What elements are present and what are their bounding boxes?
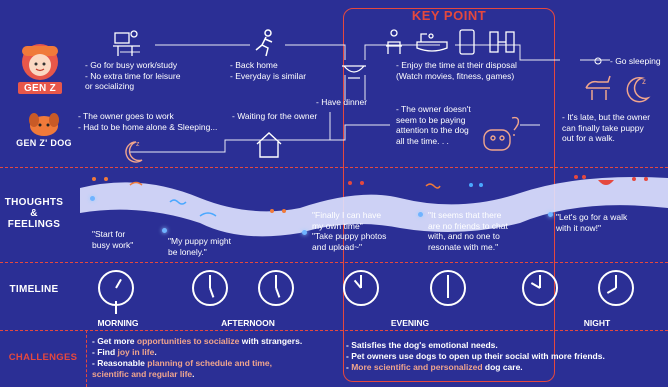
timeline-evening: EVENING	[380, 318, 440, 328]
neutral-face-icon	[128, 180, 144, 190]
phone-icon	[458, 28, 476, 56]
clock-afternoon-2	[258, 270, 294, 306]
svg-text:z: z	[136, 141, 140, 148]
thought-dot-4	[418, 212, 423, 217]
dog-attention-text: - The owner doesn't seem to be paying at…	[396, 104, 506, 146]
clock-afternoon-1	[192, 270, 228, 306]
challenges-label: CHALLENGES	[2, 352, 84, 363]
thought-dot-5	[548, 212, 553, 217]
reading-icon	[382, 28, 406, 56]
clock-night-2	[598, 270, 634, 306]
laptop-desk-icon	[112, 28, 142, 58]
genz-dinner-text: - Have dinner	[316, 97, 386, 108]
thought-puppy-lonely: "My puppy might be lonely."	[168, 236, 278, 257]
uneasy-face-icon	[424, 180, 442, 192]
challenge-joy: - Find joy in life.	[92, 347, 342, 358]
dog-walk-icon	[582, 68, 614, 104]
lonely-face-icon	[466, 182, 486, 194]
joy-face-icon	[572, 174, 588, 186]
challenge-socialize: - Get more opportunities to socialize wi…	[92, 336, 342, 347]
challenge-dog-care: - More scientific and personalized dog c…	[346, 362, 666, 373]
house-icon	[254, 130, 284, 160]
sad-face-icon	[198, 208, 218, 220]
timeline-afternoon: AFTERNOON	[208, 318, 288, 328]
genz-sleep-text: - Go sleeping	[610, 56, 668, 67]
smile-face-icon	[268, 208, 288, 220]
divider-challenges	[0, 330, 668, 331]
divider-challenges-label	[86, 330, 87, 387]
thought-no-friends: "It seems that there are no friends to c…	[428, 210, 548, 252]
timeline-label: TIMELINE	[4, 284, 64, 295]
challenges-left: - Get more opportunities to socialize wi…	[92, 336, 342, 380]
glad-face-icon	[630, 176, 650, 188]
thought-go-walk: "Let's go for a walk with it now!"	[556, 212, 666, 233]
dog-waiting-text: - Waiting for the owner	[232, 111, 342, 122]
gen-z-label: GEN Z	[14, 83, 66, 94]
clock-evening-1	[343, 270, 379, 306]
divider-timeline	[0, 262, 668, 263]
thoughts-label: THOUGHTS & FEELINGS	[4, 197, 64, 230]
genz-work-text: - Go for busy work/study - No extra time…	[85, 60, 205, 92]
sleeping-dog-icon: z	[118, 136, 150, 166]
worried-face-icon	[168, 198, 188, 210]
thought-dot-3	[302, 230, 307, 235]
genz-disposal-text: - Enjoy the time at their disposal (Watc…	[396, 60, 546, 81]
svg-text:z: z	[642, 77, 646, 86]
challenge-social-friends: - Pet owners use dogs to open up their s…	[346, 351, 666, 362]
thought-dot-2	[162, 228, 167, 233]
challenge-planning: - Reasonable planning of schedule and ti…	[92, 358, 342, 380]
challenges-right: - Satisfies the dog's emotional needs. -…	[346, 340, 666, 373]
fitness-icon	[486, 28, 522, 56]
thought-start-work: "Start for busy work"	[92, 229, 162, 250]
dinner-icon	[340, 62, 368, 80]
clock-evening-2	[430, 270, 466, 306]
happy-face-icon	[90, 176, 110, 186]
thought-dot-1	[90, 196, 95, 201]
dog-late-text: - It's late, but the owner can finally t…	[562, 112, 668, 144]
sun-icon	[592, 55, 604, 67]
clock-night-1	[522, 270, 558, 306]
challenge-emotional-needs: - Satisfies the dog's emotional needs.	[346, 340, 666, 351]
bathtub-icon	[415, 30, 449, 54]
gen-z-dog-label: GEN Z' DOG	[12, 138, 76, 148]
clock-morning-1	[98, 270, 134, 306]
running-person-icon	[250, 28, 280, 58]
timeline-night: NIGHT	[572, 318, 622, 328]
thought-own-time: "Finally I can have my own time" "Take p…	[312, 210, 417, 252]
happy-face-evening-icon	[346, 180, 366, 192]
timeline-morning: MORNING	[88, 318, 148, 328]
genz-home-text: - Back home - Everyday is similar	[230, 60, 340, 81]
dog-alone-text: - The owner goes to work - Had to be hom…	[78, 111, 248, 132]
excited-face-icon	[596, 176, 616, 190]
sleep-moon-icon: z	[620, 72, 654, 106]
